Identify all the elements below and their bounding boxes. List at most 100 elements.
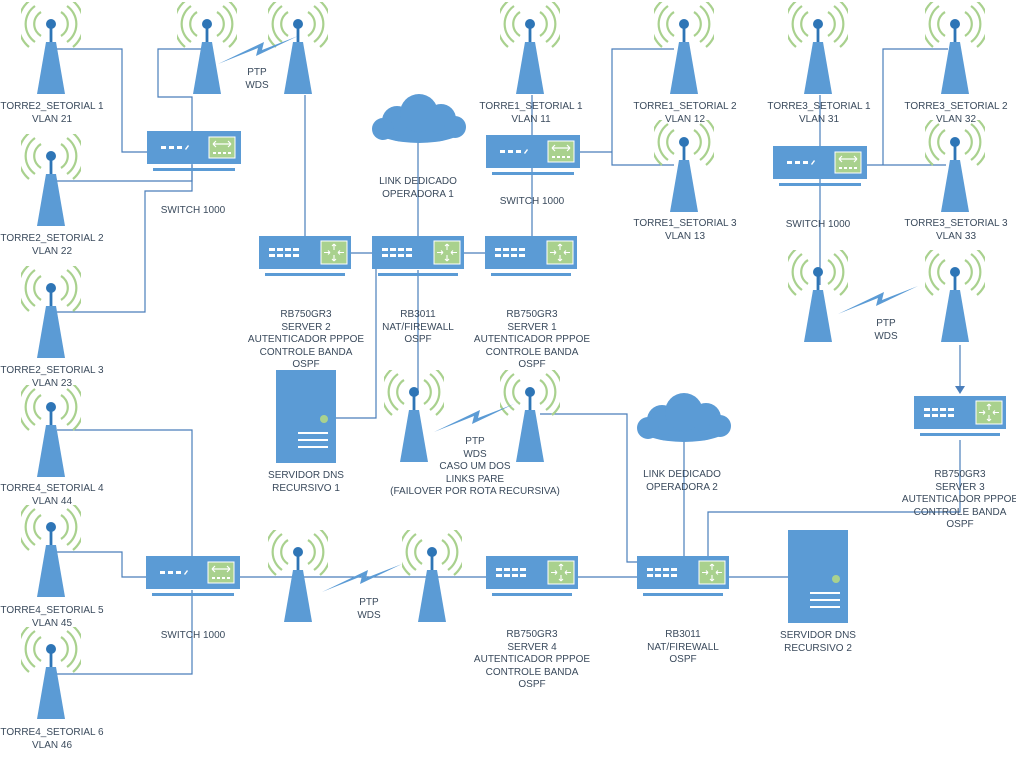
router-srv3-label-line: CONTROLE BANDA [913,506,1007,518]
ptp-mid-a-tower-icon[interactable] [384,370,444,465]
wire [335,265,377,419]
router-srv1-label-line: CONTROLE BANDA [485,346,579,358]
router-srv3-label-line: RB750GR3 [934,469,986,480]
ptp-mid-label-line: WDS [463,448,487,460]
ptp-top-label-line: PTP [247,67,267,78]
ptp-mid-label-line: LINKS PARE [445,473,505,485]
router-rb3011b-label-line: NAT/FIREWALL [647,641,719,653]
tower-t1s3-icon[interactable] [654,120,714,215]
tower-t2s2-label-line: VLAN 22 [31,245,73,257]
router-srv4-label-line: SERVER 4 [507,641,557,653]
ptp-bottom-label-line: WDS [357,609,381,621]
router-rb3011b-icon[interactable] [637,556,729,598]
switch-sw_t1-icon[interactable] [486,135,580,177]
wire [57,165,193,313]
wire [57,429,193,562]
switch-sw_t1-label: SWITCH 1000 [500,196,564,209]
tower-t2s3-icon[interactable] [21,266,81,361]
ptp-bottom-a-tower-icon[interactable] [268,530,328,625]
wire [540,413,640,563]
switch-sw_t4-icon[interactable] [146,556,240,598]
ptp-top-a-tower-icon[interactable] [177,2,237,97]
ptp-top-b-tower-icon[interactable] [268,2,328,97]
ptp-mid-b-tower-icon[interactable] [500,370,560,465]
wire [57,590,193,675]
ptp-right-bolt-icon [838,284,918,316]
tower-t3s3-label-line: TORRE3_SETORIAL 3 [904,218,1008,229]
router-srv2-label-line: CONTROLE BANDA [259,346,353,358]
tower-t3s1-icon[interactable] [788,2,848,97]
router-srv4-icon[interactable] [486,556,578,598]
switch-sw_t3-label-line: SWITCH 1000 [785,219,851,230]
switch-sw_t2-icon[interactable] [147,131,241,173]
ptp-right-a-tower-icon[interactable] [788,250,848,345]
tower-t2s2-label-line: TORRE2_SETORIAL 2 [0,233,104,244]
router-srv3-icon[interactable] [914,396,1006,438]
tower-t1s3-label-line: VLAN 13 [664,230,706,242]
router-srv2-label-line: OSPF [292,359,320,370]
tower-t3s1-label-line: VLAN 31 [798,113,840,125]
tower-t1s2-icon[interactable] [654,2,714,97]
tower-t4s4-icon[interactable] [21,385,81,480]
router-rb3011b-label-line: OSPF [669,654,697,665]
router-srv4-label-line: OSPF [518,679,546,690]
cloud-op2-label-line: OPERADORA 2 [646,481,718,493]
tower-t1s2-label-line: TORRE1_SETORIAL 2 [633,101,737,112]
ptp-mid-label-line: CASO UM DOS [439,461,511,472]
ptp-mid-bolt-icon [434,402,514,434]
wire [57,551,150,578]
tower-t2s1-icon[interactable] [21,2,81,97]
router-srv4-label-line: RB750GR3 [506,629,558,640]
router-srv2-label-line: SERVER 2 [281,321,331,333]
tower-t1s2-label-line: VLAN 12 [664,113,706,125]
tower-t4s6-icon[interactable] [21,627,81,722]
router-srv4-label-line: AUTENTICADOR PPPOE [473,654,591,665]
ptp-right-b-tower-icon[interactable] [925,250,985,345]
tower-t3s2-label-line: VLAN 32 [935,113,977,125]
router-srv3-label-line: SERVER 3 [935,481,985,493]
tower-t2s2-icon[interactable] [21,134,81,229]
router-rb3011a-icon[interactable] [372,236,464,278]
tower-t4s5-label-line: VLAN 45 [31,617,73,629]
router-rb3011a-label-line: RB3011 [400,309,436,320]
router-rb3011b-label-line: RB3011 [665,629,701,640]
router-srv1-label-line: AUTENTICADOR PPPOE [473,334,591,345]
router-srv1-icon[interactable] [485,236,577,278]
tower-t4s6-label-line: TORRE4_SETORIAL 6 [0,727,104,738]
wire [882,48,948,165]
tower-t2s1-label-line: TORRE2_SETORIAL 1 [0,101,104,112]
tower-t4s6-label-line: VLAN 46 [31,739,73,751]
wire [707,440,961,556]
switch-sw_t3-icon[interactable] [773,146,867,188]
ptp-bottom-label-line: PTP [359,597,379,608]
router-srv1-label-line: RB750GR3 [506,309,558,320]
tower-t3s3-icon[interactable] [925,120,985,215]
tower-t1s1-icon[interactable] [500,2,560,97]
router-srv3-label-line: AUTENTICADOR PPPOE [901,494,1016,505]
dns2-server-icon[interactable] [788,530,848,623]
router-srv1-label-line: SERVER 1 [507,321,557,333]
ptp-mid-label-line: PTP [465,436,485,447]
router-srv1-label-line: OSPF [518,359,546,370]
router-srv2-icon[interactable] [259,236,351,278]
dns1-server-icon[interactable] [276,370,336,463]
tower-t3s2-icon[interactable] [925,2,985,97]
tower-t4s5-icon[interactable] [21,505,81,600]
ptp-bottom-b-tower-icon[interactable] [402,530,462,625]
ptp-right-label-line: WDS [874,330,898,342]
wire [157,48,207,140]
ptp-top-bolt-icon [218,34,298,66]
